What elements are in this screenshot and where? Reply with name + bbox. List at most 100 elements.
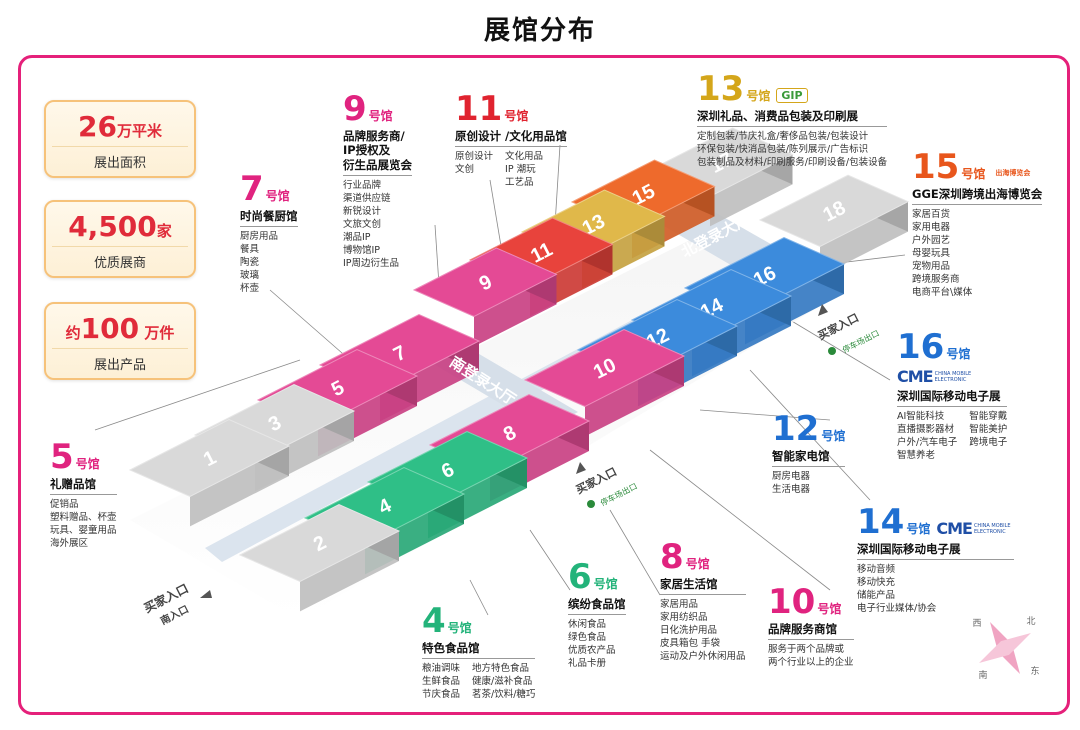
hall-item: 移动音频 xyxy=(857,564,896,576)
page-title: 展馆分布 xyxy=(483,16,596,46)
hall-number: 6 xyxy=(568,557,592,597)
hall-name: 深圳国际移动电子展 xyxy=(857,542,1014,561)
hall-suffix: 号馆 xyxy=(817,602,842,616)
hall-item: 节庆食品 xyxy=(422,689,461,701)
hall-item: 家用纺织品 xyxy=(660,612,708,624)
hall-items: 移动音频移动快充储能产品电子行业媒体/协会 xyxy=(857,563,1014,615)
hall-number: 5 xyxy=(50,437,74,477)
hall-block-1: 1 xyxy=(128,419,291,527)
cme-logo-icon: CME xyxy=(897,367,934,386)
hall-item: 厨房电器 xyxy=(772,471,811,483)
hall-suffix: 号馆 xyxy=(504,109,529,123)
hall-item: 环保包装/快消品包装/陈列展示/广告标识 xyxy=(697,144,869,156)
leader-line xyxy=(469,579,489,616)
hall-number: 7 xyxy=(240,169,264,209)
hall-items: 家居用品家用纺织品日化洗护用品皮具箱包 手袋运动及户外休闲用品 xyxy=(660,598,746,663)
hall-item: 玻璃 xyxy=(240,270,260,282)
hall-suffix: 号馆 xyxy=(946,347,971,361)
hall-item: IP周边衍生品 xyxy=(343,258,400,270)
compass-icon xyxy=(979,633,1031,663)
hall-item: 海外展区 xyxy=(50,538,89,550)
hall-name: 深圳国际移动电子展 xyxy=(897,389,1008,408)
hall-item: 促销品 xyxy=(50,499,79,511)
hall-number: 15 xyxy=(912,147,960,187)
block-top-face xyxy=(128,419,291,497)
hall-block-10: 10 xyxy=(523,329,686,437)
leader-line xyxy=(609,509,661,596)
hall-item: 跨境电子 xyxy=(969,437,1008,449)
hall-number: 11 xyxy=(455,89,503,129)
hall-suffix: 号馆 xyxy=(906,522,931,536)
hall-block-9: 9 xyxy=(412,247,558,347)
stat-card-exhibitors: 4,500家 优质展商 xyxy=(44,200,196,278)
hall-block-2: 2 xyxy=(238,504,401,612)
cme-logo-icon: CME xyxy=(936,518,973,538)
hall-item: 粮油调味 xyxy=(422,663,461,675)
block-top-face xyxy=(412,247,558,317)
hall-item: 塑料赠品、杯壶 xyxy=(50,512,117,524)
hall-item: 家用电器 xyxy=(912,222,951,234)
hall-item: 工艺品 xyxy=(505,177,534,189)
stat-label: 展出产品 xyxy=(52,348,188,373)
leader-line xyxy=(749,369,871,501)
hall-suffix: 号馆 xyxy=(746,89,771,103)
stat-prefix: 约 xyxy=(65,324,81,342)
hall-item: 运动及户外休闲用品 xyxy=(660,651,746,663)
block-top-face xyxy=(238,504,401,582)
hall-name: 特色食品馆 xyxy=(422,641,536,660)
hall-name: 品牌服务商/ IP授权及 衍生品展览会 xyxy=(343,129,412,177)
gge-logo-icon: 出海博览会 xyxy=(995,169,1031,177)
stat-number: 26 xyxy=(78,110,117,143)
hall-item: 生活电器 xyxy=(772,484,811,496)
hall-name: 原创设计 /文化用品馆 xyxy=(455,129,567,148)
hall-number: 13 xyxy=(697,69,745,109)
leader-line xyxy=(554,144,561,226)
hall-item: 厨房用品 xyxy=(240,231,279,243)
stat-label: 优质展商 xyxy=(52,246,188,271)
hall-item: 家居百货 xyxy=(912,209,951,221)
hall-item: IP 潮玩 xyxy=(505,164,536,176)
cme-logo-subtitle: CHINA MOBILE ELECTRONIC xyxy=(934,370,972,383)
hall-item: 新锐设计 xyxy=(343,206,382,218)
hall-suffix: 号馆 xyxy=(593,577,618,591)
leader-line xyxy=(269,289,351,361)
arrow-icon xyxy=(818,304,828,316)
stat-number: 4,500 xyxy=(68,210,157,243)
hall-suffix: 号馆 xyxy=(821,429,846,443)
hall-items-right: 智能穿戴智能美护跨境电子 xyxy=(969,410,1007,462)
stat-unit: 万件 xyxy=(139,324,175,342)
hall-item: 潮品IP xyxy=(343,232,371,244)
hall-item: 绿色食品 xyxy=(568,632,607,644)
hall-item: 健康/滋补食品 xyxy=(472,676,533,688)
hall-item: 渠道供应链 xyxy=(343,193,391,205)
hall-items: 厨房用品餐具陶瓷玻璃杯壶 xyxy=(240,230,298,295)
compass-label: 北 xyxy=(1026,616,1035,627)
hall-item: 礼品卡册 xyxy=(568,658,607,670)
hall-item: 皮具箱包 手袋 xyxy=(660,638,721,650)
hall-item: 储能产品 xyxy=(857,590,896,602)
parking-icon xyxy=(587,500,595,508)
hall-items-left: 原创设计文创 xyxy=(455,150,493,189)
buyer-entrance-label: 买家入口 xyxy=(815,310,861,342)
hall-item: 电子行业媒体/协会 xyxy=(857,603,937,615)
hall-item: 餐具 xyxy=(240,244,260,256)
hall-item: 日化洗护用品 xyxy=(660,625,718,637)
hall-item: 移动快充 xyxy=(857,577,896,589)
compass-label: 南 xyxy=(978,669,987,681)
hall-number: 12 xyxy=(772,409,820,449)
stat-number: 100 xyxy=(80,312,140,345)
hall-item: 包装制品及材料/印刷服务/印刷设备/包装设备 xyxy=(697,157,888,169)
hall-item: 智能穿戴 xyxy=(969,411,1008,423)
cme-logo-subtitle: CHINA MOBILE ELECTRONIC xyxy=(973,522,1011,535)
hall-items-right: 地方特色食品健康/滋补食品茗茶/饮料/糖巧 xyxy=(472,662,535,701)
hall-item: 户外园艺 xyxy=(912,235,951,247)
stat-unit: 家 xyxy=(156,222,172,240)
